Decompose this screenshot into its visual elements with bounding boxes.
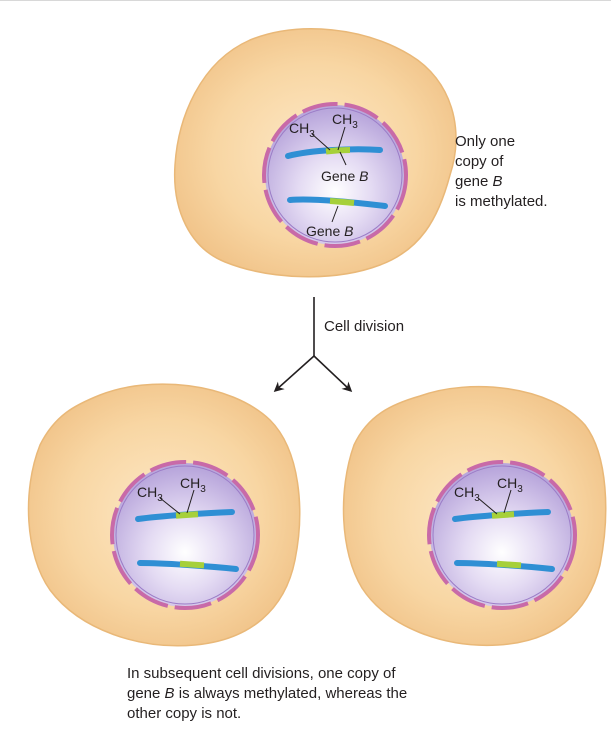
side-note-line-1: Only one — [455, 133, 516, 150]
side-note-line-4: is methylated. — [455, 193, 548, 210]
parent-gene-b-methylated — [325, 147, 351, 155]
left-nuclear-envelope — [110, 460, 260, 610]
right-envelope-inner — [432, 465, 572, 605]
caption-line-3: other copy is not. — [127, 705, 242, 722]
division-arrow-right — [313, 355, 353, 393]
right-ch3-leader-2 — [503, 489, 512, 514]
daughter-cell-left: CH3 CH3 — [27, 383, 301, 647]
side-note-line-2: copy of — [455, 153, 504, 170]
right-nuclear-envelope — [427, 460, 577, 610]
subsequent-divisions-caption: In subsequent cell divisions, one copy o… — [127, 664, 497, 724]
gene-b-label-1: Gene B — [321, 168, 368, 184]
right-ch3-label-2: CH3 — [497, 475, 523, 495]
ch3-leader-2 — [337, 126, 346, 151]
left-envelope-inner — [115, 465, 255, 605]
left-gene-b-unmethylated — [179, 560, 205, 569]
daughter-cell-right: CH3 CH3 — [342, 385, 607, 647]
right-ch3-leader-1 — [477, 497, 498, 515]
parent-nucleus — [265, 105, 405, 245]
caption-line-2: gene B is always methylated, whereas the — [127, 685, 408, 702]
left-ch3-label-1: CH3 — [137, 484, 163, 504]
top-divider — [0, 0, 611, 1]
left-gene-b-methylated — [175, 511, 199, 519]
caption-line-1: In subsequent cell divisions, one copy o… — [127, 665, 396, 682]
left-nucleus — [113, 463, 257, 607]
cell-division-arrows: Cell division — [273, 297, 404, 393]
right-nucleus — [430, 463, 574, 607]
ch3-label-2: CH3 — [332, 111, 358, 131]
parent-gene-b-unmethylated — [329, 198, 355, 206]
right-gene-b-methylated — [491, 511, 515, 519]
division-arrow-left — [273, 355, 315, 393]
left-ch3-leader-2 — [186, 489, 195, 514]
gene-b-leader-1 — [339, 151, 347, 166]
methylation-side-note: Only one copy of gene B is methylated. — [455, 132, 605, 212]
ch3-label-1: CH3 — [289, 120, 315, 140]
gene-b-leader-2 — [331, 205, 339, 223]
parent-cell: CH3 CH3 Gene B Gene B — [173, 28, 457, 278]
parent-nuclear-envelope — [262, 102, 408, 248]
side-note-line-3: gene B — [455, 173, 503, 190]
gene-b-label-2: Gene B — [306, 223, 353, 239]
left-ch3-leader-1 — [159, 497, 181, 515]
cell-division-label: Cell division — [324, 318, 404, 335]
left-ch3-label-2: CH3 — [180, 475, 206, 495]
right-gene-b-unmethylated — [496, 560, 522, 569]
ch3-leader-1 — [311, 133, 331, 151]
parent-envelope-inner — [267, 107, 403, 243]
right-ch3-label-1: CH3 — [454, 484, 480, 504]
